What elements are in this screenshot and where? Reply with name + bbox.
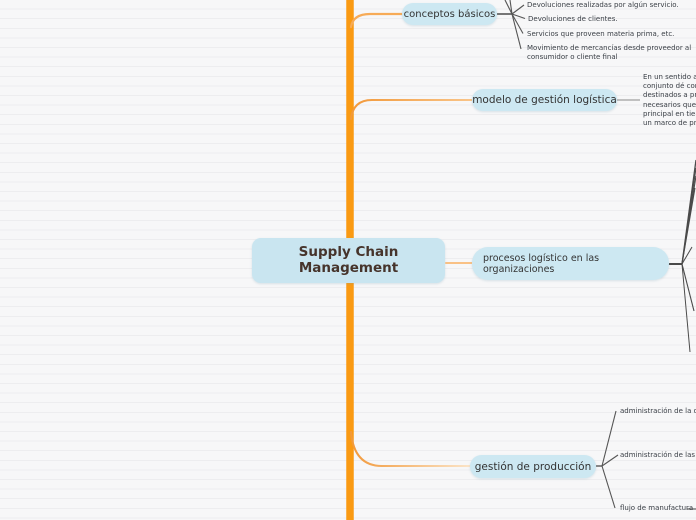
branch-curve-conceptos <box>349 12 404 29</box>
subtopic-servicios-materia-prima[interactable]: Servicios que proveen materia prima, etc… <box>527 30 675 38</box>
topic-label: conceptos básicos <box>403 8 496 20</box>
note-line: conjunto dé con <box>643 82 696 91</box>
topic-conceptos-basicos[interactable]: conceptos básicos <box>402 3 497 25</box>
branch-curve-modelo <box>350 99 473 120</box>
connector-fan-conceptos <box>497 0 526 50</box>
subtopic-administracion-demanda[interactable]: administración de la de <box>620 407 696 415</box>
note-line: destinados a pre <box>643 91 696 100</box>
note-line: un marco de pro <box>643 119 696 128</box>
subtopic-devoluciones-clientes[interactable]: Devoluciones de clientes. <box>528 15 618 23</box>
note-line: necesarios que p <box>643 100 696 109</box>
subtopic-flujo-manufactura[interactable]: flujo de manufactura <box>620 504 694 512</box>
topic-label: procesos logístico en las organizaciones <box>483 252 600 275</box>
note-line: principal en tiem <box>643 109 696 118</box>
topic-gestion-produccion[interactable]: gestión de producción <box>470 455 596 478</box>
connector-fan-gestion <box>596 410 696 510</box>
note-modelo-description[interactable]: En un sentido ar conjunto dé con destina… <box>643 73 696 128</box>
connector-fan-procesos <box>668 159 696 353</box>
topic-label: gestión de producción <box>474 460 592 473</box>
subtopic-administracion-relaciones[interactable]: administración de las re <box>620 451 696 459</box>
central-topic-label-line2: Management <box>298 259 399 276</box>
topic-modelo-gestion-logistica[interactable]: modelo de gestión logística <box>472 89 617 111</box>
note-line: En un sentido ar <box>643 73 696 81</box>
branch-curve-gestion <box>350 431 471 467</box>
subtopic-devoluciones-servicio[interactable]: Devoluciones realizadas por algún servic… <box>527 1 679 9</box>
subtopic-movimiento-mercancias[interactable]: Movimiento de mercancías desde proveedor… <box>527 44 692 61</box>
central-topic-supply-chain-management[interactable]: Supply Chain Management <box>252 238 445 283</box>
topic-label: modelo de gestión logística <box>472 94 617 106</box>
central-topic-label-line1: Supply Chain <box>298 244 399 260</box>
topic-procesos-logistico[interactable]: procesos logístico en las organizaciones <box>472 247 669 280</box>
